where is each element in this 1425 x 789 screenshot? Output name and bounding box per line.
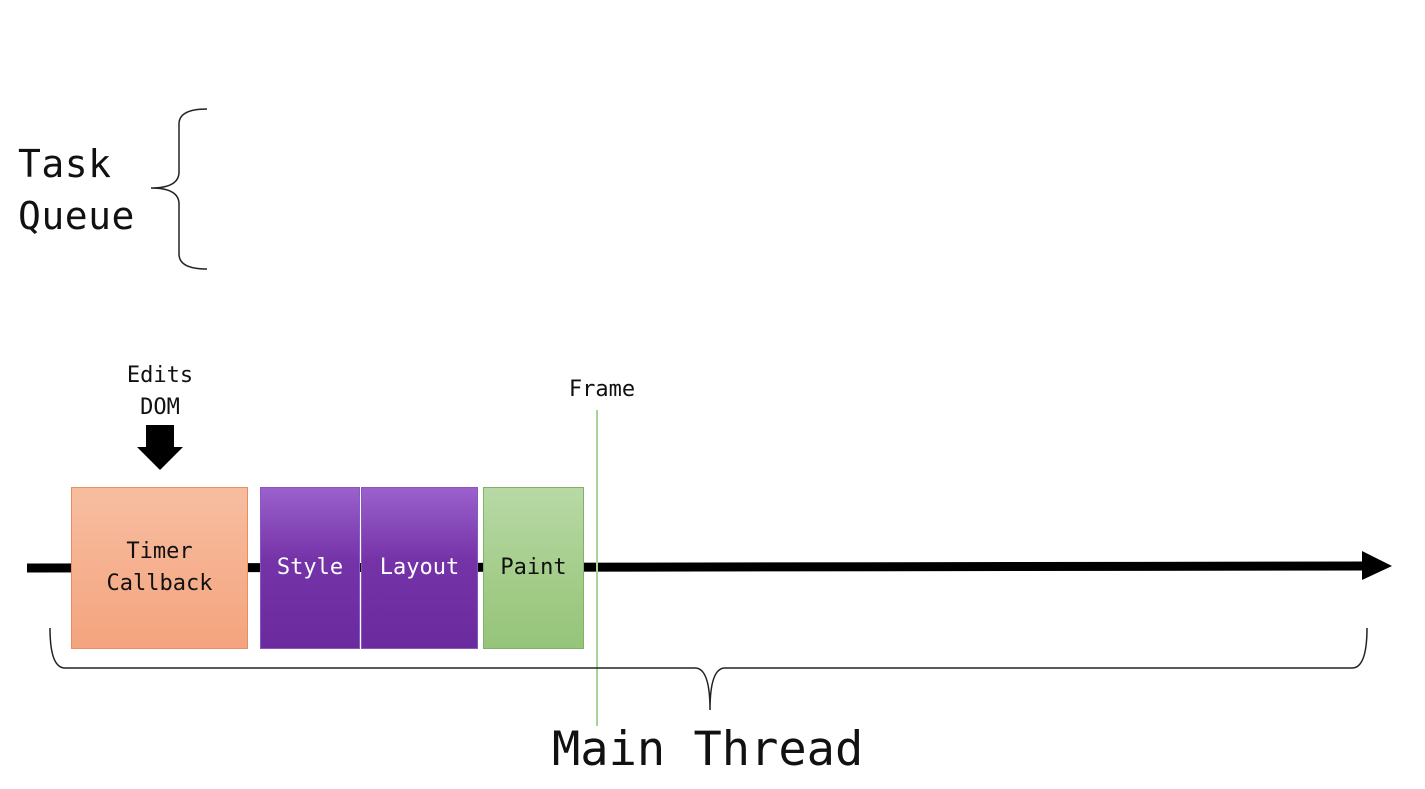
paint-block: Paint: [483, 487, 584, 649]
timeline-line: [26, 561, 1369, 573]
timeline-arrowhead: [1362, 551, 1392, 580]
main-thread-label: Main Thread: [552, 722, 864, 777]
task-queue-brace: [150, 108, 208, 270]
timer-callback-block: Timer Callback: [71, 487, 248, 649]
edits-dom-label: Edits DOM: [126, 363, 194, 420]
style-block: Style: [260, 487, 360, 649]
main-thread-brace: [49, 627, 1368, 711]
down-arrow-icon: [137, 425, 183, 470]
layout-block: Layout: [361, 487, 478, 649]
frame-label: Frame: [568, 377, 636, 402]
task-queue-label: Task Queue: [18, 142, 135, 238]
